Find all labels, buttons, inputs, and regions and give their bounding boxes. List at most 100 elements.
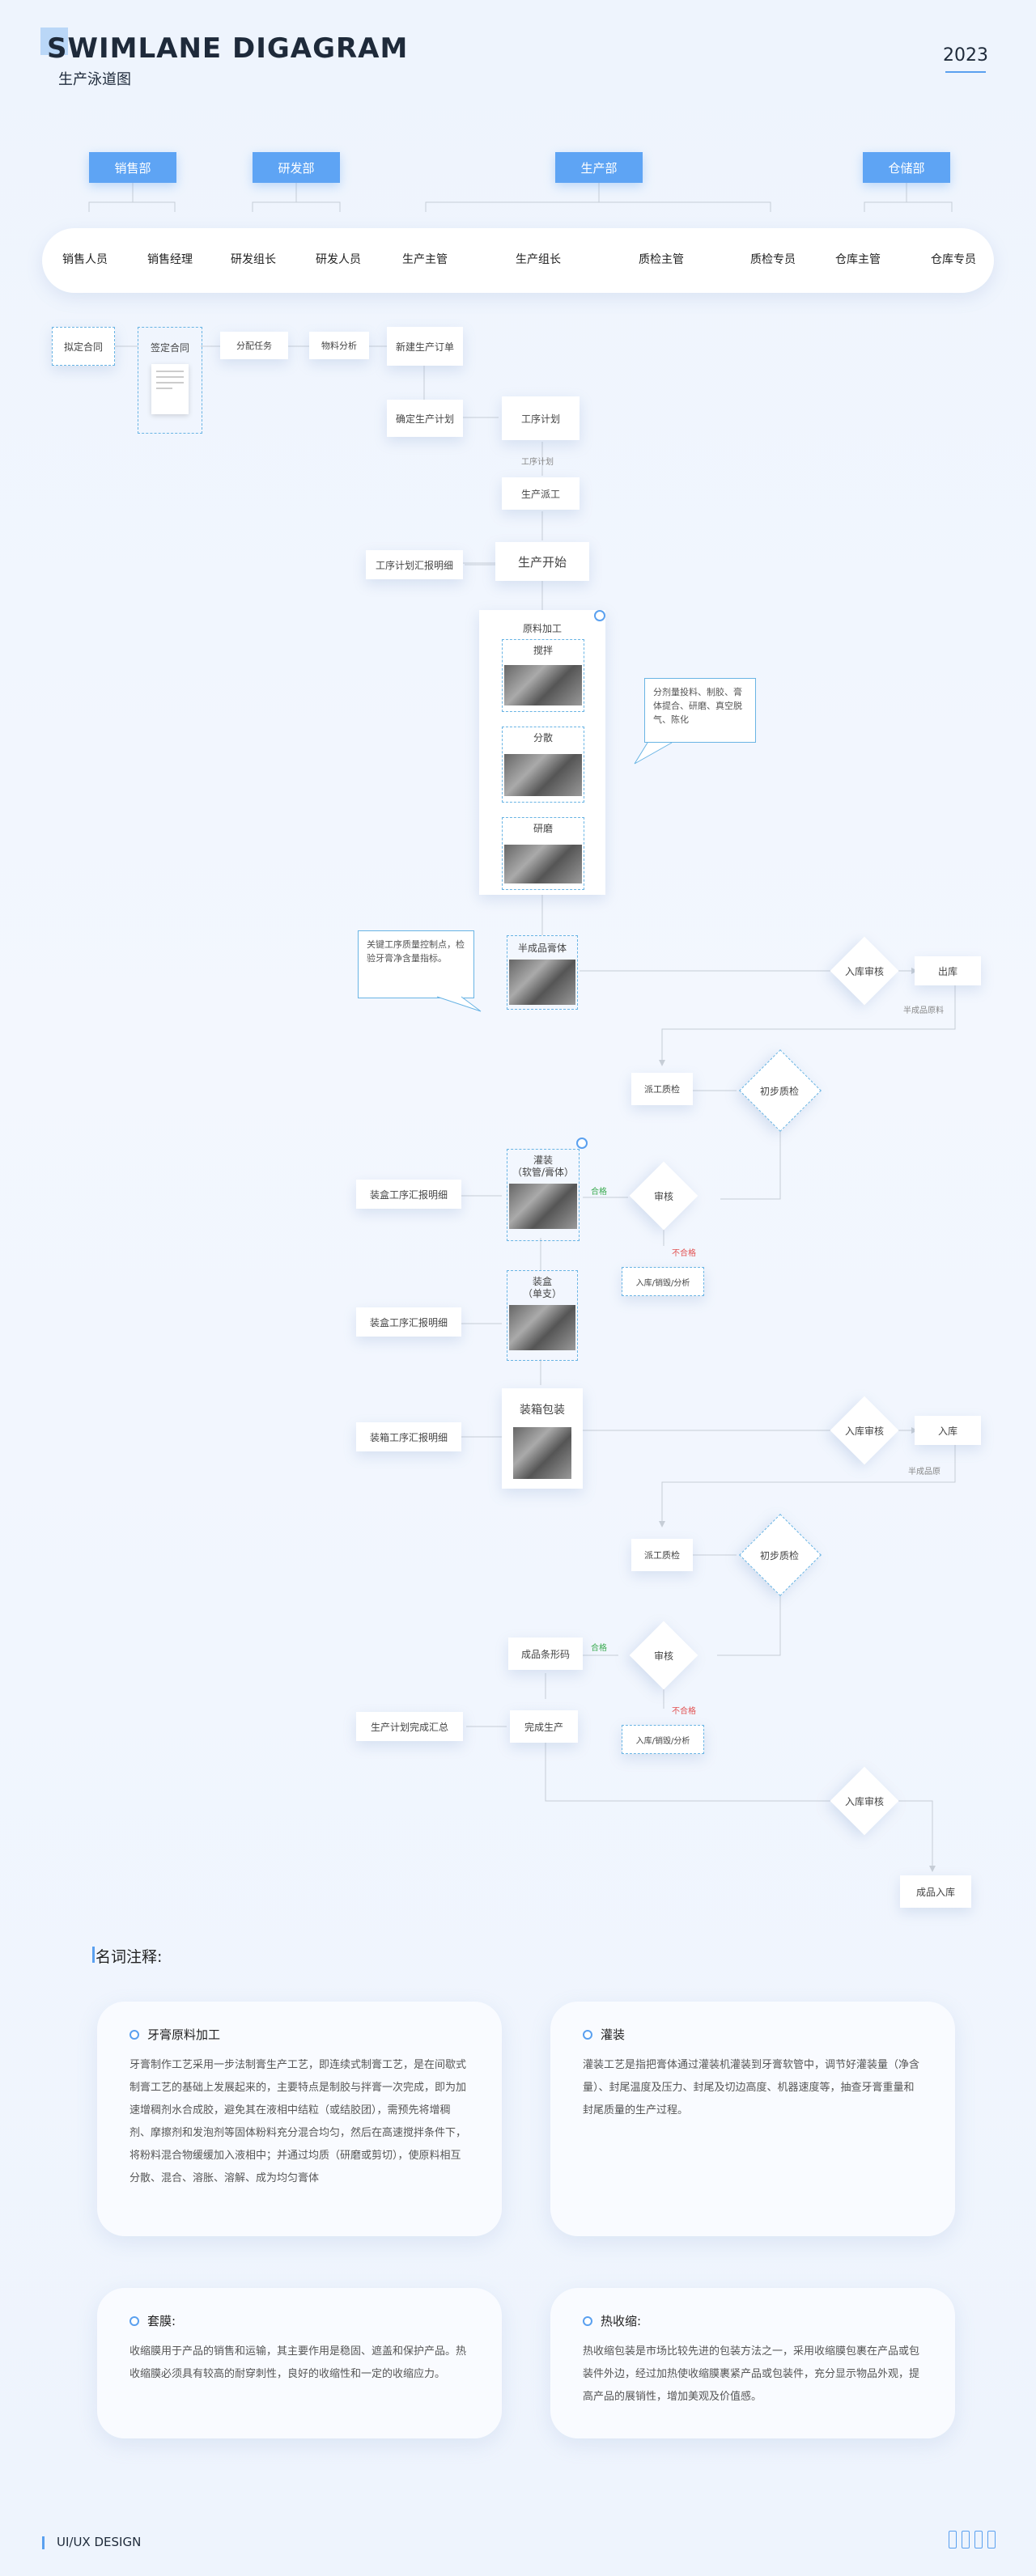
- stock-in-review-3-label: 入库审核: [844, 1796, 884, 1807]
- card-text: 热收缩包装是市场比较先进的包装方法之一，采用收缩膜包裹在产品或包装件外边，经过加…: [583, 2345, 920, 2403]
- card-title: 热收缩:: [601, 2314, 642, 2328]
- note-quality-tail: [436, 996, 482, 1012]
- fail-label-1: 不合格: [672, 1249, 696, 1258]
- role-qc-staff: 质检专员: [750, 253, 796, 266]
- page-subtitle: 生产泳道图: [58, 71, 131, 88]
- tube-icon: [962, 2531, 970, 2548]
- pass-label-2: 合格: [591, 1644, 607, 1653]
- node-plan-done-report: 生产计划完成汇总: [356, 1712, 463, 1741]
- filling-label: 灌装 （软管/膏体）: [512, 1155, 575, 1178]
- stock-in-review-1-label: 入库审核: [844, 966, 884, 977]
- review-2-label: 审核: [653, 1650, 673, 1662]
- node-filling: 灌装 （软管/膏体）: [507, 1149, 580, 1241]
- node-packing-report: 装箱工序汇报明细: [356, 1422, 461, 1451]
- page-title: SWIMLANE DIGAGRAM: [47, 32, 409, 65]
- node-start: 生产开始: [495, 542, 589, 581]
- grind-photo: [504, 845, 582, 883]
- packing-photo: [513, 1427, 571, 1479]
- flow-connectors: [88, 183, 956, 1872]
- note-processing-tail: [634, 742, 673, 765]
- glossary-card-filling: 灌装 灌装工艺是指把膏体通过灌装机灌装到牙膏软管中，调节好灌装量（净含量）、封尾…: [550, 2002, 955, 2236]
- node-dispatch-qc-1: 派工质检: [631, 1073, 693, 1105]
- card-title: 套膜:: [147, 2314, 176, 2328]
- role-rd-leader: 研发组长: [231, 253, 276, 266]
- review-1-label: 审核: [653, 1191, 673, 1202]
- semi-paste-label: 半成品膏体: [517, 943, 567, 954]
- node-packing: 装箱包装: [502, 1388, 583, 1489]
- contract-document-icon: [151, 364, 189, 414]
- sign-contract-label: 签定合同: [150, 342, 189, 354]
- node-dispatch: 生产派工: [502, 477, 580, 510]
- note-quality: 关键工序质量控制点，检验牙膏净含量指标。: [358, 930, 474, 998]
- step-stir-label: 搅拌: [533, 645, 553, 656]
- dept-bracket-rd: [252, 183, 341, 212]
- node-confirm-plan: 确定生产计划: [387, 400, 463, 437]
- glossary-bar: [92, 1947, 95, 1963]
- tag-semi-material: 半成品原料: [903, 1006, 944, 1015]
- raw-processing-label: 原料加工: [522, 623, 562, 634]
- stir-photo: [504, 665, 582, 705]
- dept-bracket-production: [425, 183, 771, 212]
- role-sales-manager: 销售经理: [147, 253, 193, 266]
- dept-production: 生产部: [555, 152, 643, 183]
- node-new-order: 新建生产订单: [387, 327, 463, 366]
- footer-bar: [42, 2536, 45, 2549]
- title-decoration: [40, 28, 68, 55]
- dept-bracket-sales: [88, 183, 176, 212]
- node-filling-report: 装盒工序汇报明细: [356, 1180, 461, 1209]
- node-stock-out: 出库: [915, 956, 981, 985]
- note-processing: 分剂量投料、制胶、膏体提合、研磨、真空脱气、陈化: [644, 678, 756, 743]
- role-sales-staff: 销售人员: [62, 253, 108, 266]
- node-finish: 完成生产: [510, 1710, 578, 1743]
- step-disperse: 分散: [502, 727, 584, 803]
- glossary-card-paste: 牙膏原料加工 牙膏制作工艺采用一步法制膏生产工艺，即连续式制膏工艺，是在间歇式制…: [97, 2002, 502, 2236]
- step-grind-label: 研磨: [533, 823, 553, 834]
- role-rd-staff: 研发人员: [316, 253, 361, 266]
- role-warehouse-staff: 仓库专员: [931, 253, 976, 266]
- stock-in-review-2-label: 入库审核: [844, 1426, 884, 1437]
- filling-photo: [509, 1184, 577, 1229]
- step-grind: 研磨: [502, 817, 584, 890]
- prelim-qc-1-label: 初步质检: [759, 1086, 799, 1097]
- tube-icon: [949, 2531, 957, 2548]
- glossary-card-shrink: 热收缩: 热收缩包装是市场比较先进的包装方法之一，采用收缩膜包裹在产品或包装件外…: [550, 2288, 955, 2438]
- node-semi-paste: 半成品膏体: [507, 935, 578, 1010]
- semi-paste-photo: [509, 960, 575, 1005]
- info-dot-icon[interactable]: [576, 1138, 588, 1149]
- year-underline: [945, 71, 986, 73]
- bullet-icon: [130, 2315, 139, 2326]
- card-text: 牙膏制作工艺采用一步法制膏生产工艺，即连续式制膏工艺，是在间歇式制膏工艺的基础上…: [130, 2059, 467, 2184]
- node-material-analysis: 物料分析: [309, 332, 369, 359]
- step-stir: 搅拌: [502, 639, 584, 712]
- role-warehouse-manager: 仓库主管: [835, 253, 881, 266]
- tag-semi-2: 半成品原: [908, 1468, 940, 1477]
- glossary-card-film: 套膜: 收缩膜用于产品的销售和运输，其主要作用是稳固、遮盖和保护产品。热收缩膜必…: [97, 2288, 502, 2438]
- info-dot-icon[interactable]: [594, 610, 605, 621]
- card-text: 灌装工艺是指把膏体通过灌装机灌装到牙膏软管中，调节好灌装量（净含量）、封尾温度及…: [583, 2059, 920, 2116]
- pass-label-1: 合格: [591, 1188, 607, 1197]
- tube-icon: [974, 2531, 983, 2548]
- card-title: 牙膏原料加工: [147, 2027, 221, 2042]
- role-qc-manager: 质检主管: [639, 253, 684, 266]
- node-process-plan: 工序计划: [502, 396, 580, 440]
- dept-bracket-warehouse: [864, 183, 953, 212]
- step-disperse-label: 分散: [533, 732, 553, 744]
- card-text: 收缩膜用于产品的销售和运输，其主要作用是稳固、遮盖和保护产品。热收缩膜必须具有较…: [130, 2345, 467, 2380]
- bullet-icon: [583, 2315, 592, 2326]
- node-stock-in: 入库: [915, 1416, 981, 1445]
- node-process-report: 工序计划汇报明细: [366, 550, 463, 579]
- role-production-manager: 生产主管: [402, 253, 448, 266]
- prelim-qc-2-label: 初步质检: [759, 1550, 799, 1561]
- node-rework-1: 入库/销毁/分析: [622, 1267, 704, 1296]
- bullet-icon: [130, 2029, 139, 2040]
- disperse-photo: [504, 754, 582, 796]
- tube-icon: [987, 2531, 996, 2548]
- dept-warehouse: 仓储部: [863, 152, 950, 183]
- card-title: 灌装: [601, 2027, 626, 2042]
- roles-band: [42, 228, 994, 293]
- dept-rd: 研发部: [253, 152, 340, 183]
- boxing-label: 装盒 （单支）: [522, 1276, 562, 1299]
- node-dispatch-qc-2: 派工质检: [631, 1539, 693, 1571]
- glossary-title: 名词注释:: [96, 1948, 163, 1966]
- footer-label: UI/UX DESIGN: [57, 2535, 142, 2549]
